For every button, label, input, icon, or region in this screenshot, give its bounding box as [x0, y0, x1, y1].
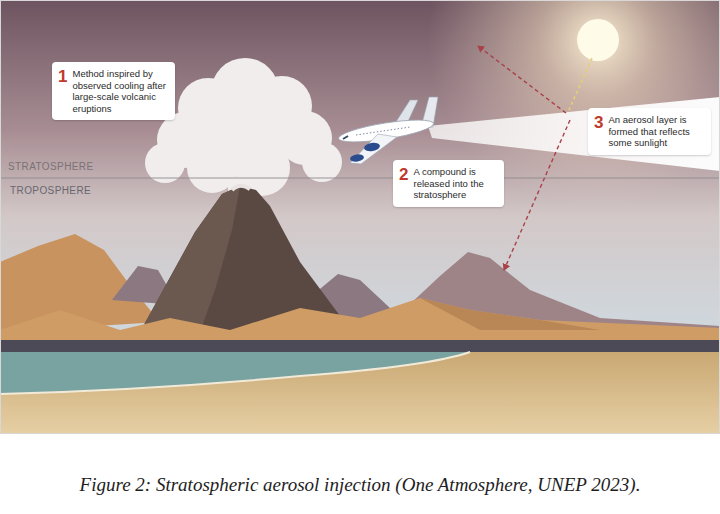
callout-number: 2	[399, 166, 408, 183]
callout-number: 3	[594, 114, 603, 131]
callout-box: 1 Method inspired by observed cooling aft…	[52, 62, 175, 120]
callout-box: 3 An aerosol layer is formed that reflect…	[588, 108, 711, 155]
callout-text: Method inspired by observed cooling afte…	[72, 68, 168, 114]
callout-number: 1	[58, 68, 67, 85]
sky	[0, 0, 720, 433]
callout-text: An aerosol layer is formed that reflects…	[608, 114, 704, 149]
frame	[1, 1, 720, 434]
callout-text: A compound is released into the stratosp…	[413, 166, 497, 201]
airplane	[337, 97, 438, 164]
light-rays	[478, 46, 592, 270]
sun	[577, 19, 619, 61]
callout-box: 2 A compound is released into the stratos…	[393, 160, 504, 207]
layer-label: TROPOSPHERE	[10, 185, 91, 196]
figure-caption: Figure 2: Stratospheric aerosol injectio…	[0, 474, 720, 496]
mountains	[0, 186, 720, 346]
ground	[0, 340, 720, 433]
layer-label: STRATOSPHERE	[8, 161, 94, 172]
tropopause-line	[0, 178, 720, 179]
